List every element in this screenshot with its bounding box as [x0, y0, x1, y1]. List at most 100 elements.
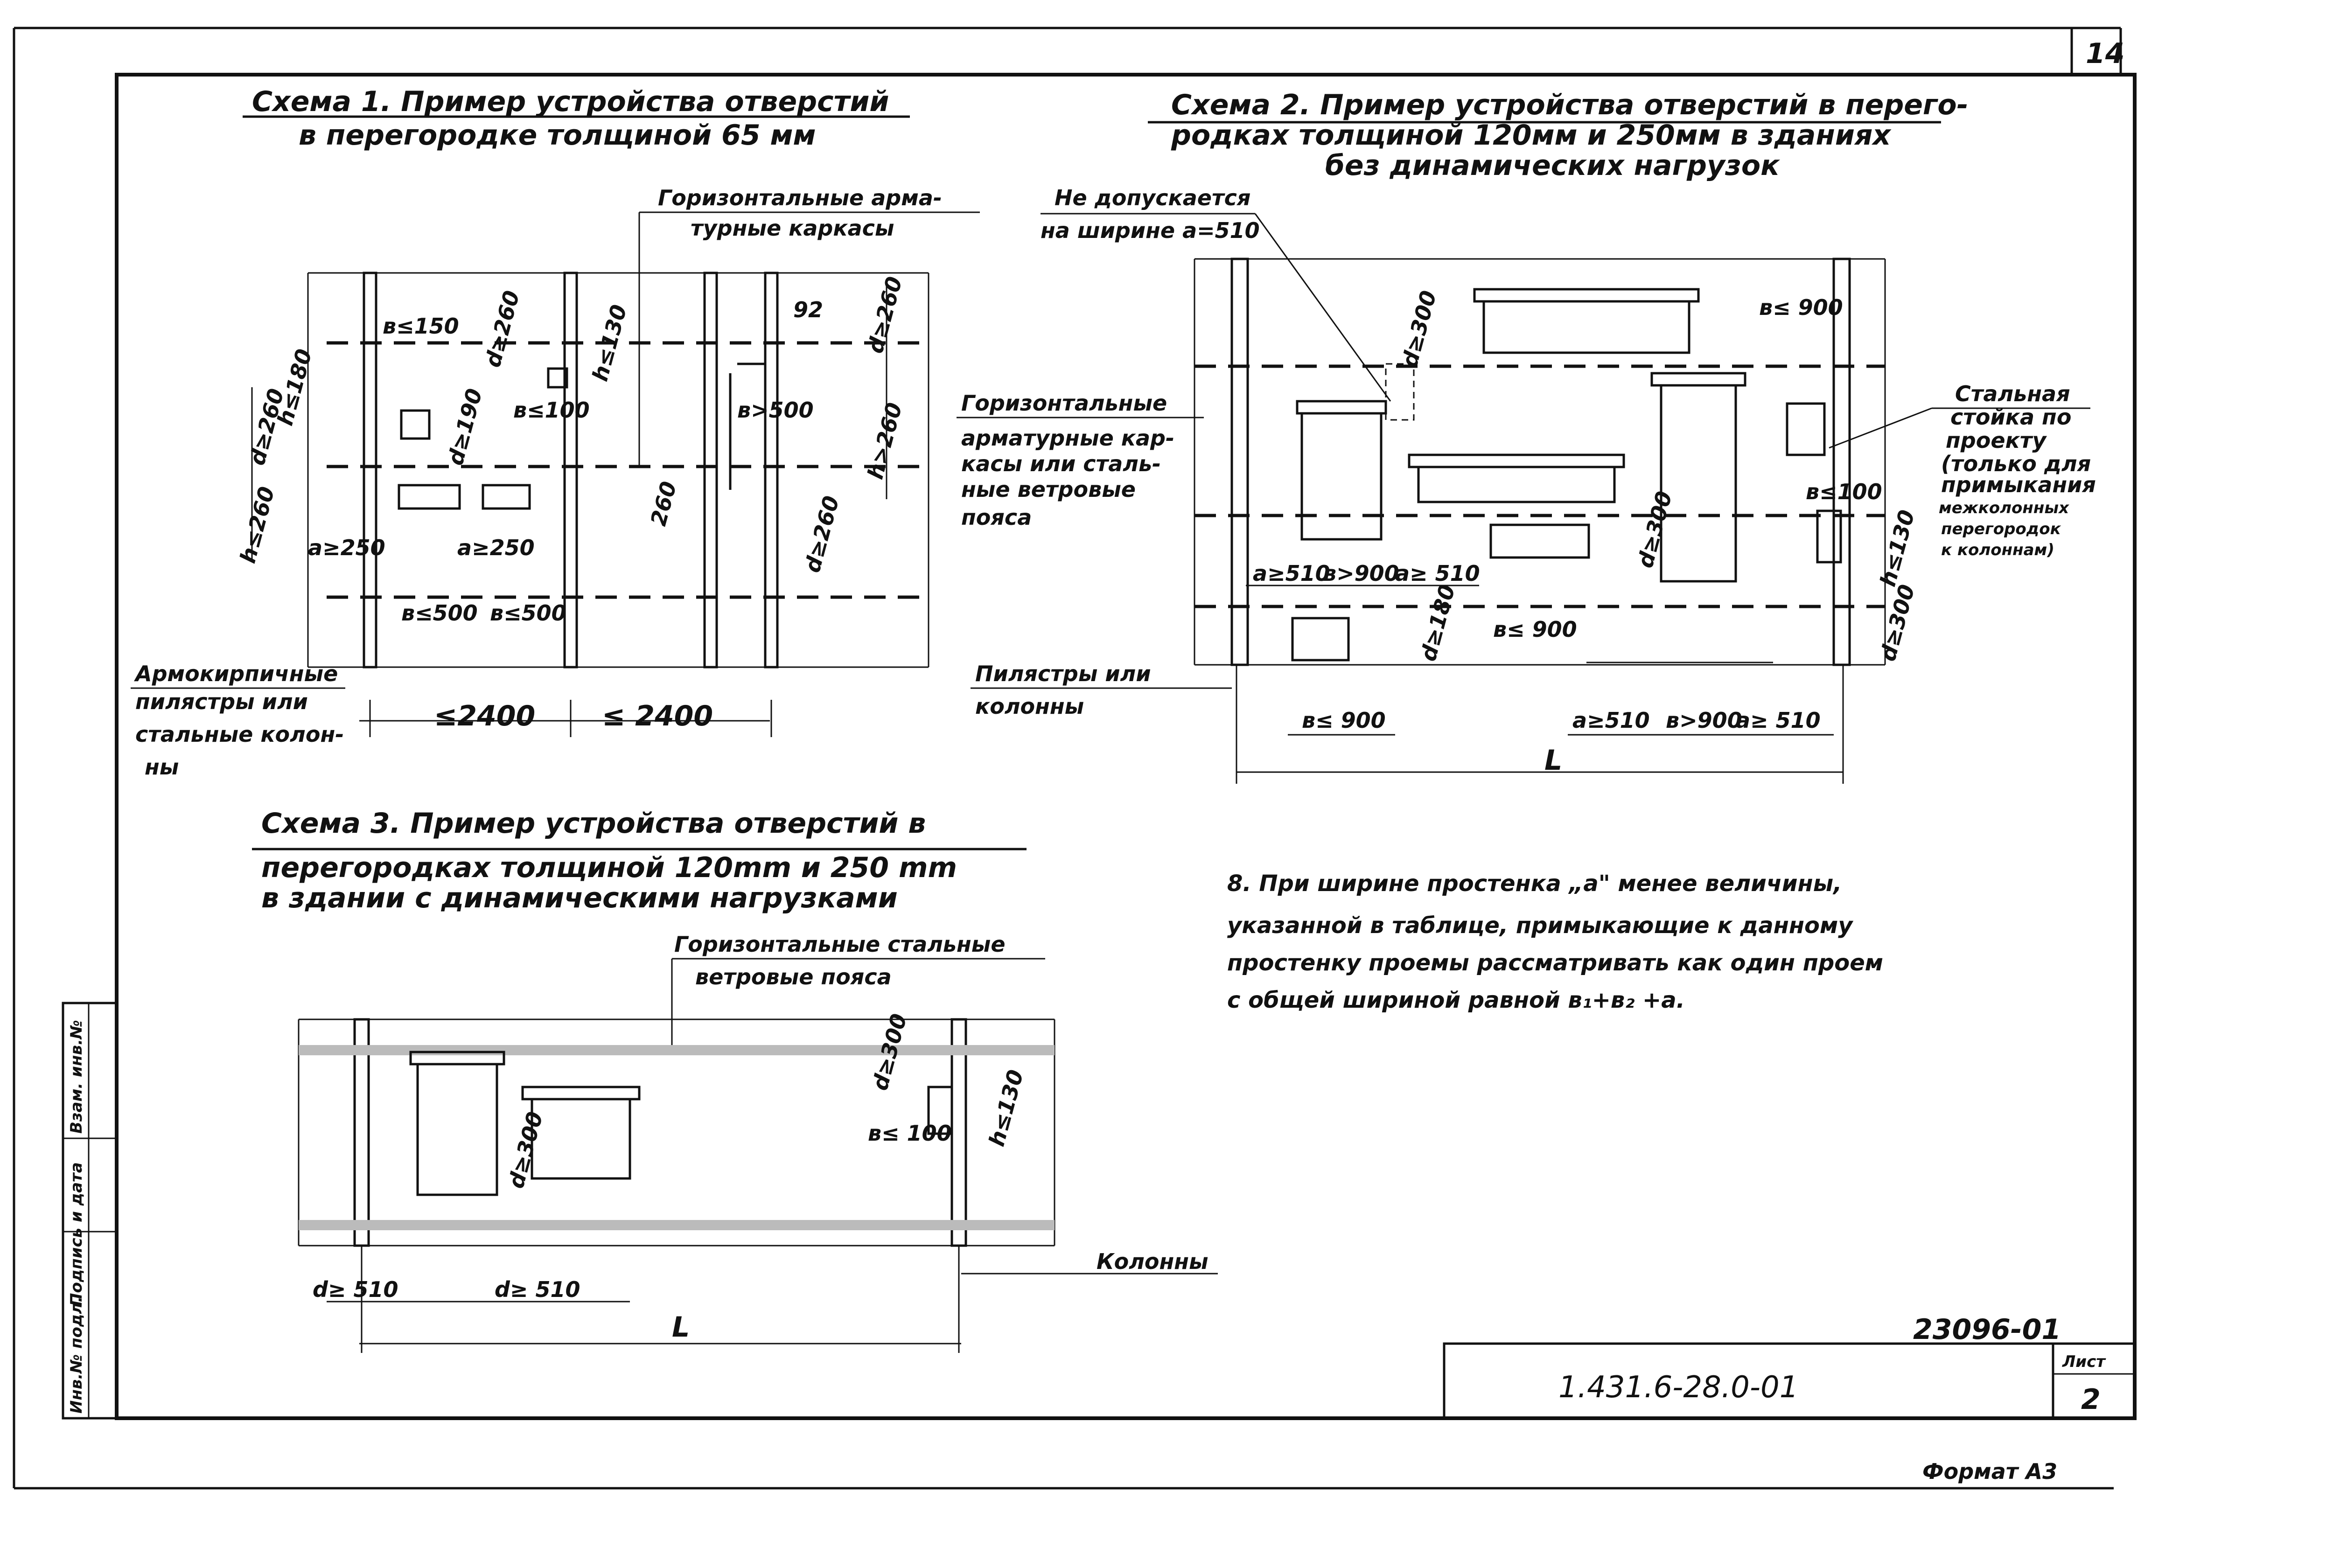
scheme1-label-frames-1: Горизонтальные арма-: [658, 185, 942, 210]
s1-label-pilasters-4: ны: [145, 754, 179, 780]
s2-label-not-allowed-2: на ширине a=510: [1041, 218, 1260, 243]
s2-dim-a510-1: a≥510: [1253, 561, 1330, 586]
s2-dim-h130: h≤130: [1875, 507, 1919, 589]
s1-dim-d260-low: d≥260: [799, 493, 844, 575]
scheme3-opening-left: [416, 1063, 498, 1196]
s2-dim-b100: в≤100: [1806, 479, 1882, 504]
page-number: 14: [2086, 37, 2125, 70]
s1-dim-h260-left: h≤260: [235, 484, 279, 566]
s1-dim-b500-2: в≤500: [490, 600, 566, 626]
s1-label-pilasters-2: пилястры или: [135, 689, 308, 714]
s3-dim-b100: в≤ 100: [868, 1121, 952, 1146]
s2-dim-d300-mid: d≥300: [1632, 488, 1677, 571]
scheme2-pilaster-right: [1832, 258, 1851, 666]
inventory-number: 23096-01: [1913, 1313, 2061, 1346]
s2-dim-d180: d≥180: [1415, 582, 1460, 664]
scheme2-not-allowed-opening: [1385, 363, 1415, 421]
s2-not-allowed-pointer: [1254, 213, 1391, 402]
scheme2-opening-mid: [1417, 466, 1616, 503]
s2-label-pilasters-2: колонны: [975, 694, 1084, 719]
s1-dim-a250-2: a≥250: [457, 535, 535, 560]
scheme1: Схема 1. Пример устройства отверстий в п…: [243, 85, 980, 737]
s1-dim-b500-right: в>500: [737, 397, 814, 423]
s2-label-frames-5: пояса: [961, 505, 1032, 530]
s3-label-belts-1: Горизонтальные стальные: [674, 932, 1006, 957]
s2-label-frames-1: Горизонтальные: [961, 390, 1167, 416]
s2-label-steel-post-5: примыкания: [1941, 472, 2096, 497]
scheme2-opening-right: [1786, 402, 1826, 456]
s1-label-pilasters-1: Армокирпичные: [134, 661, 338, 686]
scheme1-pilaster-4: [764, 272, 779, 669]
scheme3-title-line3: в здании с динамическими нагрузками: [261, 882, 898, 914]
s2-label-frames-3: касы или сталь-: [961, 451, 1161, 476]
s3-label-belts-2: ветровые пояса: [695, 964, 892, 990]
note-line-2: указанной в таблице, примыкающие к данно…: [1227, 913, 1853, 939]
s3-dim-d510-1: d≥ 510: [313, 1277, 398, 1302]
scheme1-label-frames-2: турные каркасы: [691, 216, 894, 241]
scheme2-lintel-mid: [1408, 453, 1625, 468]
s2-dim-b900-a: в>900: [1323, 561, 1399, 586]
s2-label-steel-post-3: проекту: [1946, 428, 2047, 453]
scheme2-lintel-left: [1296, 400, 1387, 415]
scheme2-opening-left: [1300, 412, 1383, 541]
s2-label-frames-4: ные ветровые: [961, 477, 1136, 502]
s2-label-not-allowed-1: Не допускается: [1055, 185, 1250, 210]
s1-dim-h130: h≤130: [587, 302, 631, 384]
s1-dim-b100: в≤100: [513, 397, 590, 423]
scheme2-title-line2: родках толщиной 120мм и 250мм в зданиях: [1171, 119, 1892, 152]
note-line-4: с общей шириной равной в₁+в₂ +a.: [1227, 987, 1685, 1013]
s1-dim-h260-right: h>260: [862, 400, 907, 482]
scheme1-pilaster-3: [703, 272, 718, 669]
s1-dim-d260-left: d≥260: [244, 386, 289, 468]
scheme1-title-line1: Схема 1. Пример устройства отверстий: [252, 85, 889, 118]
scheme2-title-line3: без динамических нагрузок: [1325, 149, 1780, 182]
doc-code: 1.431.6-28.0-01: [1558, 1370, 1798, 1405]
scheme2-lintel-tall: [1650, 372, 1746, 387]
scheme2-opening-bottom: [1291, 617, 1350, 662]
inner-frame: [115, 73, 2137, 1420]
note-line-1: 8. При ширине простенка „a" менее величи…: [1227, 871, 1842, 897]
scheme2-opening-top: [1482, 300, 1690, 354]
side-stamp-sign: Подпись и дата: [67, 1162, 86, 1306]
scheme1-opening-small-2: [547, 367, 568, 389]
s2-label-steel-post-7: перегородок: [1941, 520, 2061, 538]
sheet-label: Лист: [2062, 1352, 2106, 1371]
scheme2: Схема 2. Пример устройства отверстий в п…: [1148, 89, 1968, 784]
sheet-frame: [13, 27, 2137, 1490]
scheme1-pilaster-1: [363, 272, 377, 669]
s1-dim-b150: в≤150: [383, 314, 459, 339]
s1-dim-92: 92: [793, 297, 823, 322]
side-stamp-inv: Инв.№ подл.: [67, 1296, 86, 1414]
s2-label-pilasters-1: Пилястры или: [975, 661, 1151, 686]
s2-dim-b900-low: в≤ 900: [1302, 708, 1386, 733]
scheme3: Схема 3. Пример устройства отверстий в п…: [252, 807, 1218, 1353]
scheme2-opening-low: [1489, 523, 1590, 559]
scheme2-pilaster-left: [1230, 258, 1249, 666]
s2-steel-post-pointer: [1829, 407, 1932, 449]
scheme3-belt-top: [299, 1045, 1055, 1055]
s3-dim-L: L: [672, 1311, 690, 1344]
scheme2-opening-tall: [1660, 384, 1737, 583]
s1-span-1: ≤2400: [434, 700, 535, 732]
side-stamp-box: [62, 1002, 118, 1420]
s2-dim-d300-right: d≥300: [1875, 582, 1920, 664]
sheet-number: 2: [2081, 1383, 2101, 1416]
scheme1-opening-wide-1: [398, 484, 461, 510]
s2-label-steel-post-2: стойка по: [1950, 404, 2071, 430]
scheme3-title-line2: перегородках толщиной 120mm и 250 mm: [261, 851, 957, 884]
scheme3-opening-right: [531, 1098, 631, 1180]
note-block: 8. При ширине простенка „a" менее величи…: [1227, 871, 1883, 1013]
scheme1-title-line2: в перегородке толщиной 65 мм: [299, 119, 816, 152]
scheme2-lintel-top: [1473, 288, 1700, 303]
note-line-3: простенку проемы рассматривать как один …: [1227, 950, 1883, 976]
s2-dim-b900-top: в≤ 900: [1759, 295, 1843, 320]
s1-span-2: ≤ 2400: [602, 700, 713, 732]
side-stamp-replace: Взам. инв.№: [67, 1020, 86, 1134]
format-label: Формат А3: [1922, 1459, 2057, 1484]
title-block: [1443, 1342, 2136, 1420]
scheme1-opening-small-1: [400, 409, 431, 440]
scheme3-title-line1: Схема 3. Пример устройства отверстий в: [261, 807, 926, 840]
scheme1-opening-wide-2: [482, 484, 531, 510]
s1-dim-260-mid: 260: [645, 479, 681, 529]
scheme3-lintel-right: [521, 1086, 641, 1101]
